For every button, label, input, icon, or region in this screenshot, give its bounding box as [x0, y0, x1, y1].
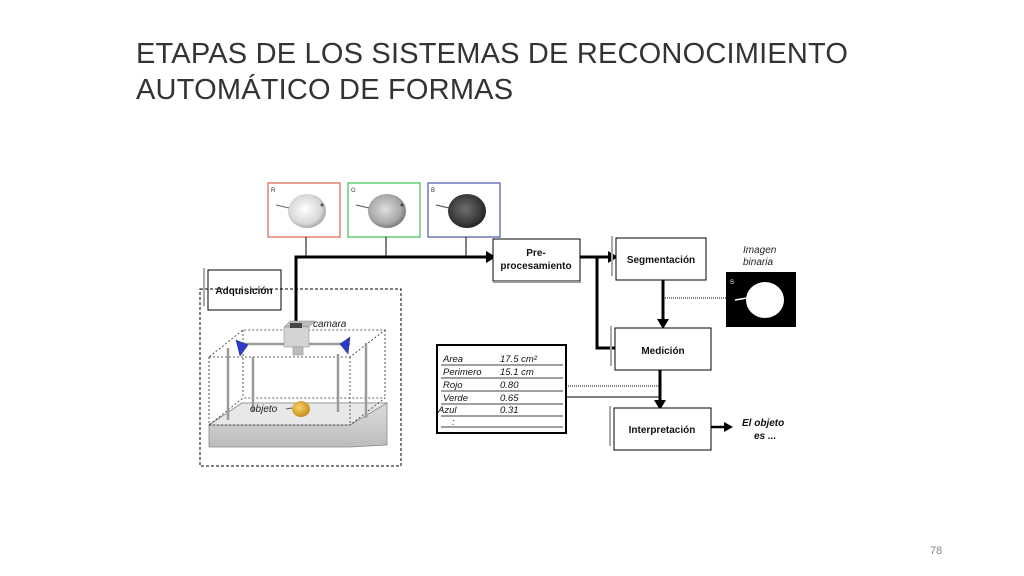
segmentation-box: Segmentación	[611, 236, 707, 281]
binary-image-label-2: binaria	[743, 257, 773, 268]
measurement-label: Medición	[641, 346, 684, 357]
camera-label: camara	[313, 319, 347, 330]
camera	[283, 320, 316, 356]
acquisition-scene: camara objeto	[207, 319, 389, 448]
binary-image-letter: S	[730, 280, 734, 286]
channel-r-image: R	[267, 182, 341, 238]
page-number: 78	[930, 545, 943, 557]
meas-value: 15.1 cm	[500, 367, 534, 378]
acquisition-region	[199, 288, 402, 467]
meas-value: 0.31	[500, 405, 519, 416]
main-signal-path	[294, 255, 665, 403]
channel-b-letter: B	[431, 188, 435, 194]
channel-g-letter: G	[351, 188, 356, 194]
binary-image-label-1: Imagen	[743, 245, 777, 256]
meas-name: Area	[442, 354, 463, 365]
acquisition-box: Adquisición	[203, 268, 282, 311]
slide-title-line-2: AUTOMÁTICO DE FORMAS	[136, 74, 514, 106]
meas-name: Verde	[443, 393, 468, 404]
interpretation-box: Interpretación	[609, 406, 712, 451]
slide-title: ETAPAS DE LOS SISTEMAS DE RECONOCIMIENTO…	[136, 36, 896, 108]
output-line-2: es ...	[754, 431, 776, 442]
object-label: objeto	[250, 404, 278, 415]
table-connectors	[566, 385, 660, 398]
meas-name: Perimero	[443, 367, 482, 378]
meas-name: Azul	[437, 405, 457, 416]
channel-g-image: G	[347, 182, 421, 238]
meas-name: :	[452, 417, 455, 428]
meas-value: 0.80	[500, 380, 519, 391]
channel-r-letter: R	[271, 188, 276, 194]
acquisition-label: Adquisición	[215, 286, 272, 297]
measurement-table: Area 17.5 cm² Perimero 15.1 cm Rojo 0.80…	[436, 344, 567, 434]
output-line-1: El objeto	[742, 418, 784, 429]
channel-connectors	[305, 237, 467, 256]
interpretation-label: Interpretación	[629, 425, 696, 436]
preprocessing-label-2: procesamiento	[500, 261, 571, 272]
meas-name: Rojo	[443, 380, 463, 391]
object-fruit	[292, 401, 310, 417]
slide-title-line-1: ETAPAS DE LOS SISTEMAS DE RECONOCIMIENTO	[136, 38, 849, 70]
measurement-box: Medición	[610, 326, 712, 371]
channel-b-image: B	[427, 182, 501, 238]
meas-value: 0.65	[500, 393, 519, 404]
meas-value: 17.5 cm²	[500, 354, 538, 365]
output: El objeto es ...	[711, 418, 784, 442]
segmentation-label: Segmentación	[627, 255, 695, 266]
preprocessing-box: Pre- procesamiento	[492, 238, 581, 283]
binary-image: Imagen binaria S	[726, 245, 796, 327]
preprocessing-label-1: Pre-	[526, 248, 545, 259]
